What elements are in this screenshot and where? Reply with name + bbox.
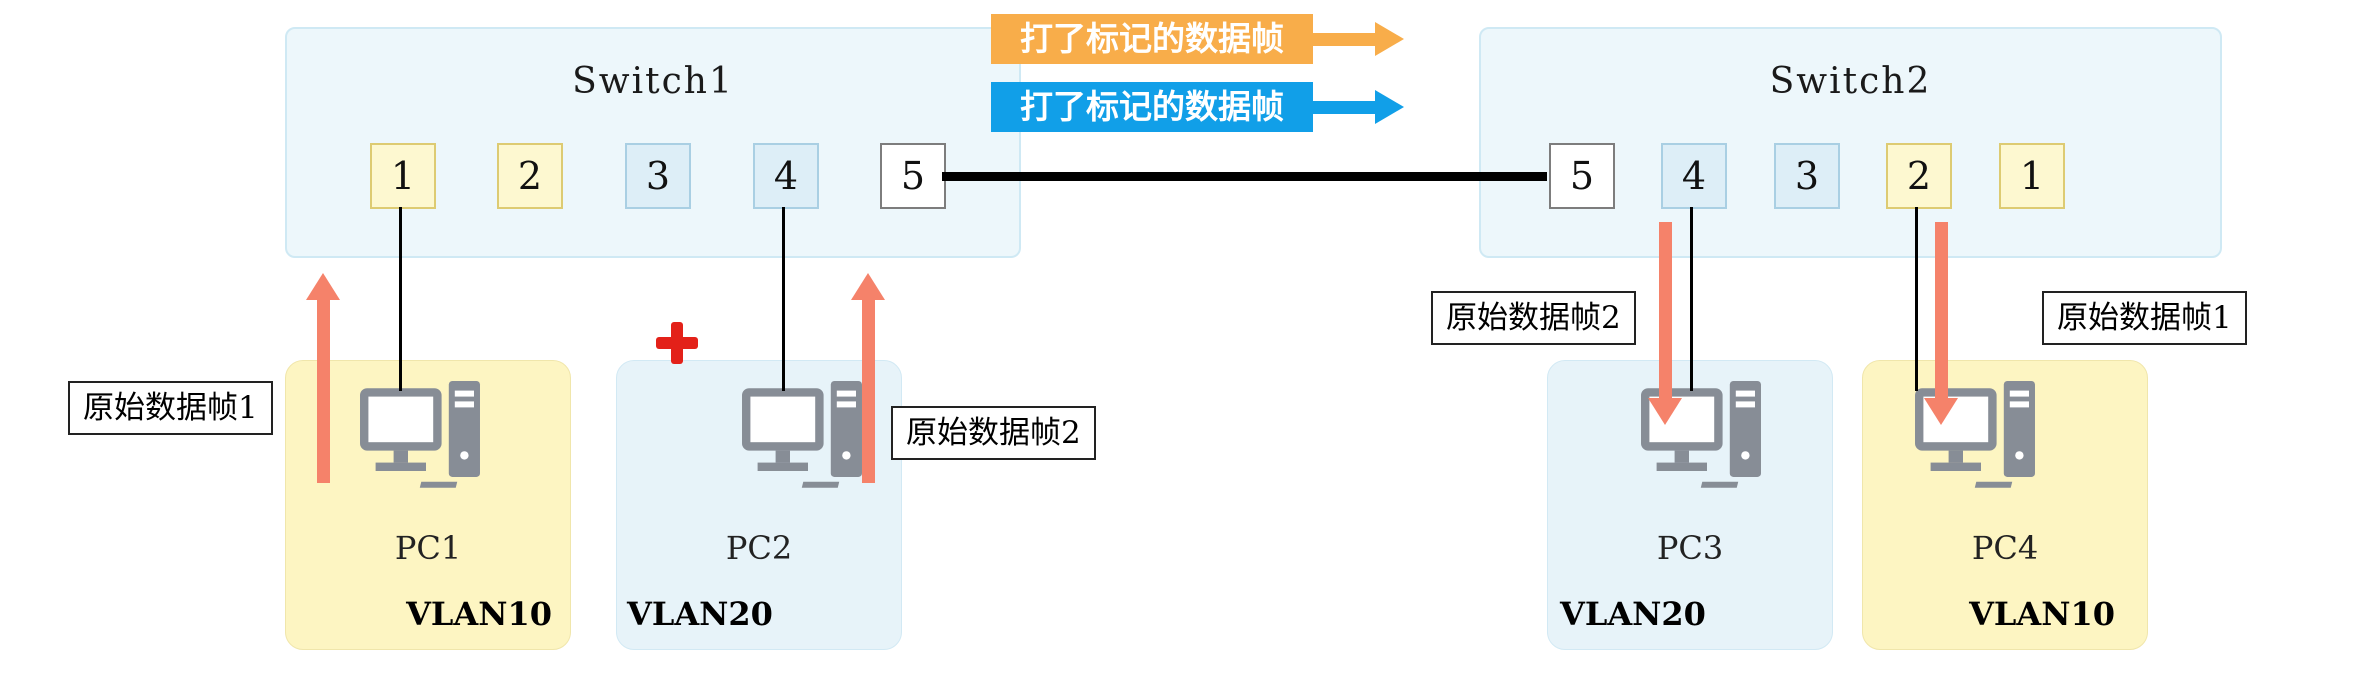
switch1-port-3: 3 (625, 143, 691, 209)
switch1-panel: Switch1 1 2 3 4 5 (285, 27, 1021, 258)
switch1-port-1: 1 (370, 143, 436, 209)
red-plus-icon (656, 322, 698, 364)
switch2-title: Switch2 (1769, 61, 1932, 102)
frame-label-original-1-left: 原始数据帧1 (68, 381, 273, 435)
pc2-computer-icon (742, 381, 862, 488)
pc3-box: PC3 VLAN20 (1547, 360, 1833, 650)
legend-tagged-frame-blue: 打了标记的数据帧 (991, 82, 1313, 132)
pc4-name: PC4 (1971, 529, 2039, 567)
frame2-down-arrow-icon (1648, 222, 1682, 425)
pc1-computer-icon (360, 381, 480, 488)
switch2-port-4: 4 (1661, 143, 1727, 209)
frame-label-original-2-left: 原始数据帧2 (891, 406, 1096, 460)
frame1-up-arrow-icon (306, 273, 340, 483)
legend-blue-arrow-icon (1313, 90, 1404, 124)
pc3-name: PC3 (1656, 529, 1724, 567)
trunk-link-line (942, 172, 1547, 181)
switch1-title: Switch1 (572, 61, 734, 102)
pc4-box: PC4 VLAN10 (1862, 360, 2148, 650)
link-switch2-pc4 (1915, 207, 1918, 391)
pc1-vlan-label: VLAN10 (406, 595, 552, 633)
switch1-port-5: 5 (880, 143, 946, 209)
switch2-port-1: 1 (1999, 143, 2065, 209)
switch2-port-5: 5 (1549, 143, 1615, 209)
switch2-port-2: 2 (1886, 143, 1952, 209)
switch2-port-3: 3 (1774, 143, 1840, 209)
pc4-vlan-label: VLAN10 (1969, 595, 2115, 633)
switch1-port-4: 4 (753, 143, 819, 209)
frame-label-original-2-right: 原始数据帧2 (1431, 291, 1636, 345)
switch1-port-2: 2 (497, 143, 563, 209)
pc1-name: PC1 (394, 529, 462, 567)
pc2-vlan-label: VLAN20 (627, 595, 773, 633)
frame1-down-arrow-icon (1924, 222, 1958, 425)
frame2-up-arrow-icon (851, 273, 885, 483)
legend-orange-arrow-icon (1313, 22, 1404, 56)
frame-label-original-1-right: 原始数据帧1 (2042, 291, 2247, 345)
link-switch2-pc3 (1690, 207, 1693, 391)
pc3-vlan-label: VLAN20 (1560, 595, 1706, 633)
pc2-box: PC2 VLAN20 (616, 360, 902, 650)
switch2-panel: Switch2 5 4 3 2 1 (1479, 27, 2222, 258)
pc1-box: PC1 VLAN10 (285, 360, 571, 650)
link-switch1-pc1 (399, 207, 402, 391)
legend-tagged-frame-orange: 打了标记的数据帧 (991, 14, 1313, 64)
link-switch1-pc2 (782, 207, 785, 391)
pc2-name: PC2 (725, 529, 793, 567)
